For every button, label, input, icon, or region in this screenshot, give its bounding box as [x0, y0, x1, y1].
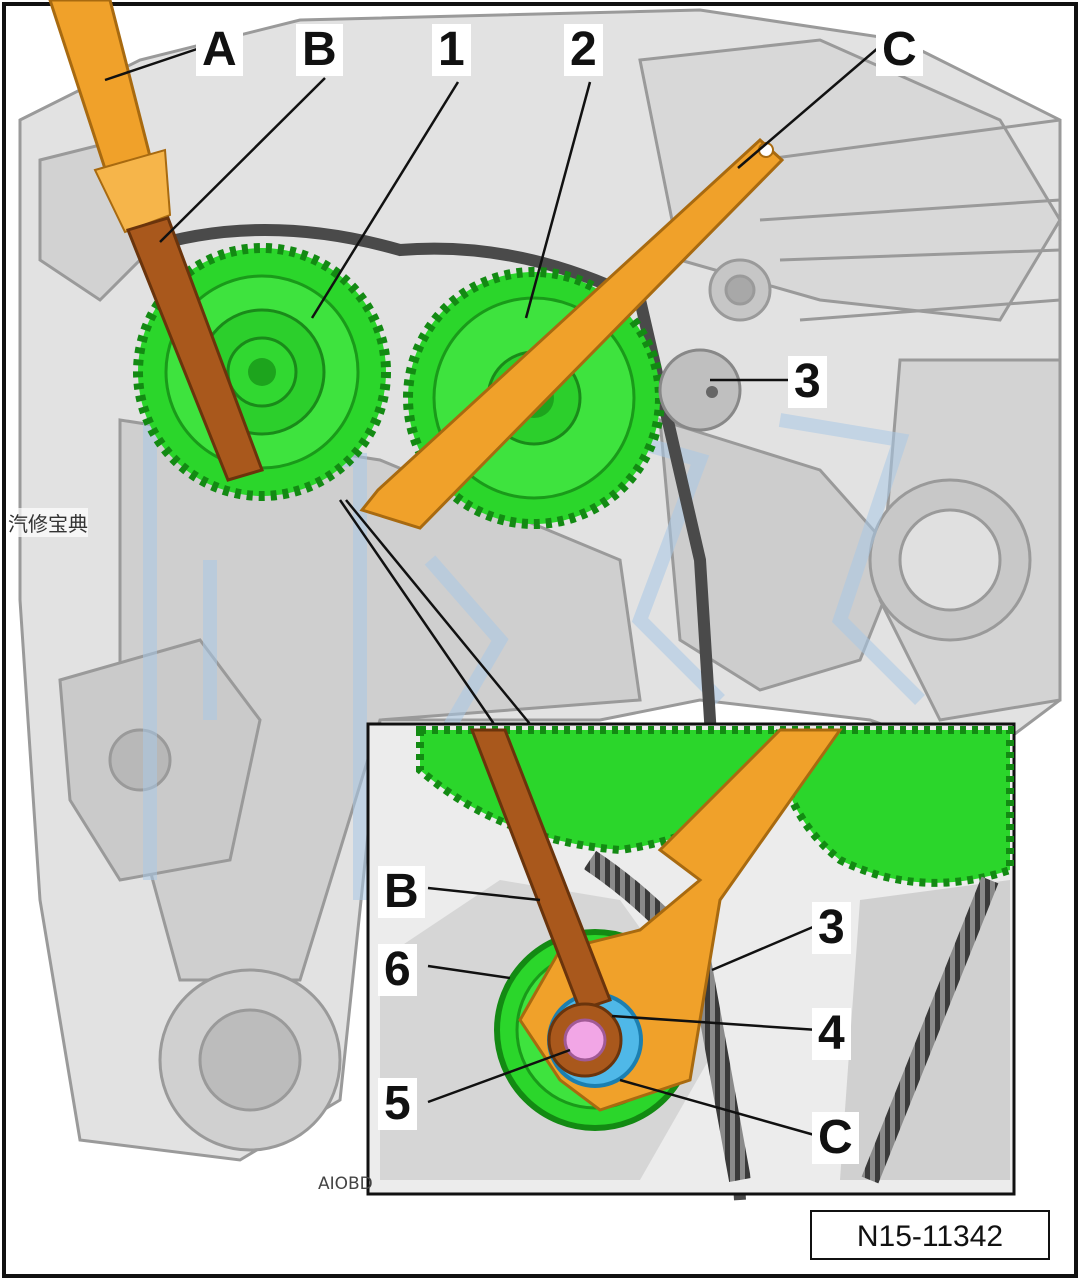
watermark-text: 汽修宝典	[8, 508, 88, 537]
figure-number: N15-11342	[810, 1210, 1050, 1260]
label-3-inset: 3	[812, 902, 851, 954]
leader-lines-top	[104, 46, 879, 725]
label-2: 2	[564, 24, 603, 76]
label-5: 5	[378, 1078, 417, 1130]
label-B-inset: B	[378, 866, 425, 918]
label-4: 4	[812, 1008, 851, 1060]
timing-belt-top	[138, 224, 746, 1201]
label-3-top: 3	[788, 356, 827, 408]
label-B-top: B	[296, 24, 343, 76]
inset-detail	[380, 726, 1014, 1184]
label-6: 6	[378, 944, 417, 996]
label-A: A	[196, 24, 243, 76]
tensioner-top	[658, 348, 742, 432]
counterholder-C	[359, 137, 785, 530]
label-C-inset: C	[812, 1112, 859, 1164]
leader-lines-inset	[427, 886, 821, 1138]
label-C-top: C	[876, 24, 923, 76]
label-1: 1	[432, 24, 471, 76]
drawing-code: AIOBD	[318, 1174, 373, 1194]
wrench-B	[125, 216, 264, 482]
